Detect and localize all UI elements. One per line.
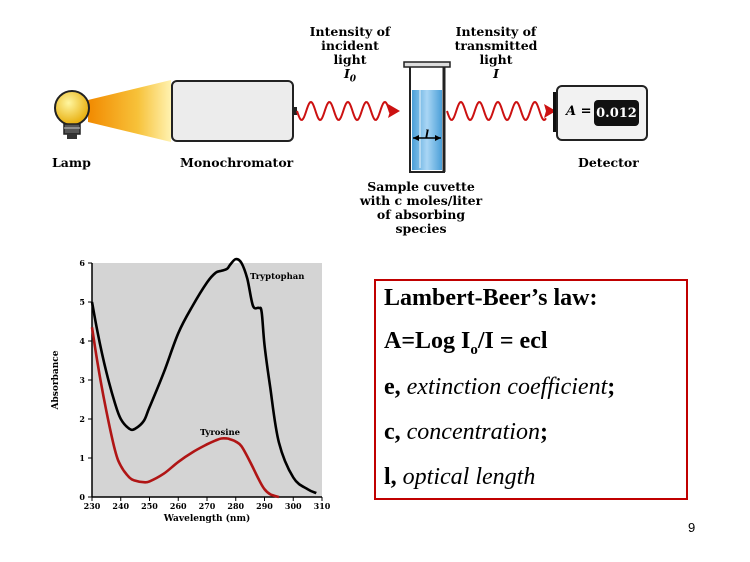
readout-prefix: A = <box>566 104 592 119</box>
x-tick-label: 230 <box>84 501 101 511</box>
path-length-symbol: l <box>424 128 430 141</box>
detector-label: Detector <box>578 155 639 170</box>
incident-wave <box>296 100 391 122</box>
transmitted-arrow-icon <box>544 104 556 118</box>
x-tick-label: 240 <box>112 501 129 511</box>
cuvette-label-line: with c moles/liter <box>359 193 483 208</box>
y-tick-label: 0 <box>79 492 85 502</box>
exit-slit <box>291 107 297 115</box>
y-tick-label: 2 <box>79 414 85 424</box>
y-tick-label: 1 <box>79 453 85 463</box>
law-c-definition: c, concentration; <box>384 419 548 445</box>
x-tick-label: 280 <box>227 501 244 511</box>
transmitted-symbol: I <box>493 66 499 81</box>
x-tick-label: 290 <box>256 501 273 511</box>
absorbance-spectrum-chart: 230 240 250 260 270 280 290 300 310 0 1 2 3 4 5 6 Trypt… <box>51 257 331 524</box>
incident-label-line: light <box>333 52 367 67</box>
light-beam <box>88 80 171 142</box>
incident-label-line: incident <box>321 38 379 53</box>
transmitted-wave <box>446 100 547 122</box>
transmitted-label-line: light <box>479 52 513 67</box>
plot-area <box>92 263 322 497</box>
detector-readout: 0.012 <box>594 100 639 126</box>
y-tick-label: 3 <box>79 375 85 385</box>
incident-label: Intensity of incident light I0 <box>300 25 400 87</box>
series-label-tryptophan: Tryptophan <box>250 272 304 282</box>
series-label-tyrosine: Tyrosine <box>200 428 241 438</box>
x-tick-label: 270 <box>199 501 216 511</box>
incident-symbol: I0 <box>343 66 357 85</box>
series-line-tryptophan <box>90 257 317 495</box>
lamp-icon <box>54 90 90 139</box>
y-tick-label: 6 <box>79 258 85 268</box>
lamp-label: Lamp <box>52 155 91 170</box>
monochromator-label: Monochromator <box>180 155 294 170</box>
law-formula: A=Log Io/I = ecl <box>384 328 548 358</box>
x-tick-label: 260 <box>170 501 187 511</box>
incident-label-line: Intensity of <box>309 24 391 39</box>
law-e-definition: e, extinction coefficient; <box>384 374 616 400</box>
y-axis-label: Absorbance <box>51 350 61 410</box>
x-tick-label: 310 <box>314 501 331 511</box>
page-number: 9 <box>688 520 696 535</box>
y-tick-label: 5 <box>79 297 85 307</box>
x-axis-label: Wavelength (nm) <box>163 513 251 524</box>
transmitted-label-line: transmitted <box>454 38 538 53</box>
cuvette-label-line: species <box>395 221 447 236</box>
series-line-tyrosine <box>90 327 280 499</box>
monochromator-box <box>171 80 294 142</box>
cuvette-icon <box>403 61 451 173</box>
law-l-definition: l, optical length <box>384 464 536 490</box>
transmitted-label-line: Intensity of <box>455 24 537 39</box>
law-title: Lambert-Beer’s law: <box>384 285 598 311</box>
cuvette-label: Sample cuvette with c moles/liter of abs… <box>356 180 486 236</box>
lambert-beer-box: Lambert-Beer’s law: A=Log Io/I = ecl e, … <box>374 279 688 500</box>
transmitted-label: Intensity of transmitted light I <box>444 25 548 81</box>
y-tick-label: 4 <box>79 336 85 346</box>
incident-arrow-icon <box>388 104 400 118</box>
x-tick-label: 300 <box>285 501 302 511</box>
x-tick-label: 250 <box>141 501 158 511</box>
cuvette-label-line: Sample cuvette <box>367 179 475 194</box>
cuvette-label-line: of absorbing <box>376 207 466 222</box>
